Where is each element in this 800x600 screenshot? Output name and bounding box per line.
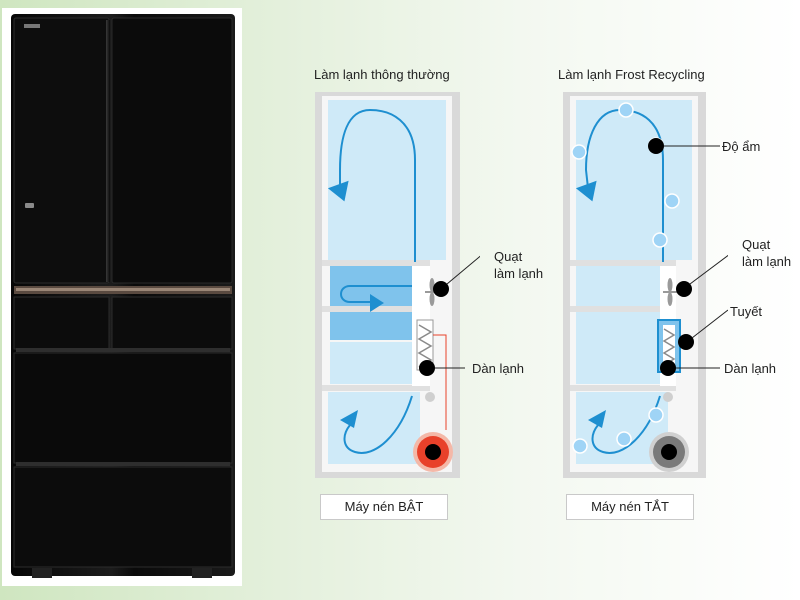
diagram-1-fan-label: Quạt làm lạnh [494,249,544,281]
drawer-right [111,296,233,350]
diagram-2-compressor-status: Máy nén TẮT [566,494,694,520]
airflow-arrow [575,180,597,202]
drawer-left [13,296,110,350]
pointer-dot-icon [433,281,449,297]
airflow-path [339,108,416,262]
diagram-2-frost-recycling [563,92,728,478]
diagram-2-frost-label: Tuyết [730,304,763,319]
vegetable-drawer [13,466,233,568]
diagram-1-conventional-cooling [315,92,480,478]
right-door [111,17,233,284]
diagram-1-evaporator-label: Dàn lạnh [472,361,525,376]
diagram-2-humidity-label: Độ ẩm [722,139,761,154]
vegetable-compartment [328,392,420,464]
diagram-2-evaporator-label: Dàn lạnh [724,361,777,376]
chilled-compartment [576,266,660,306]
diagram-2-caption: Làm lạnh Frost Recycling [558,67,705,82]
fridge-compartment [328,100,446,260]
diagram-1-compressor-status: Máy nén BẬT [320,494,448,520]
fan-icon [663,278,677,306]
airflow-arrow [327,180,349,202]
freezer-drawer [13,352,233,464]
fridge-compartment [576,100,692,260]
diagram-2-fan-label: Quạt làm lạnh [742,237,792,269]
refrigerator-photo [11,14,235,578]
pointer-dot-icon [648,138,664,154]
refrigerator-photo-frame [2,8,242,586]
control-panel [25,203,34,208]
left-door [13,17,110,284]
brand-plate [24,24,40,28]
fridge-foot [32,568,52,578]
diagram-1-caption: Làm lạnh thông thường [314,67,450,82]
